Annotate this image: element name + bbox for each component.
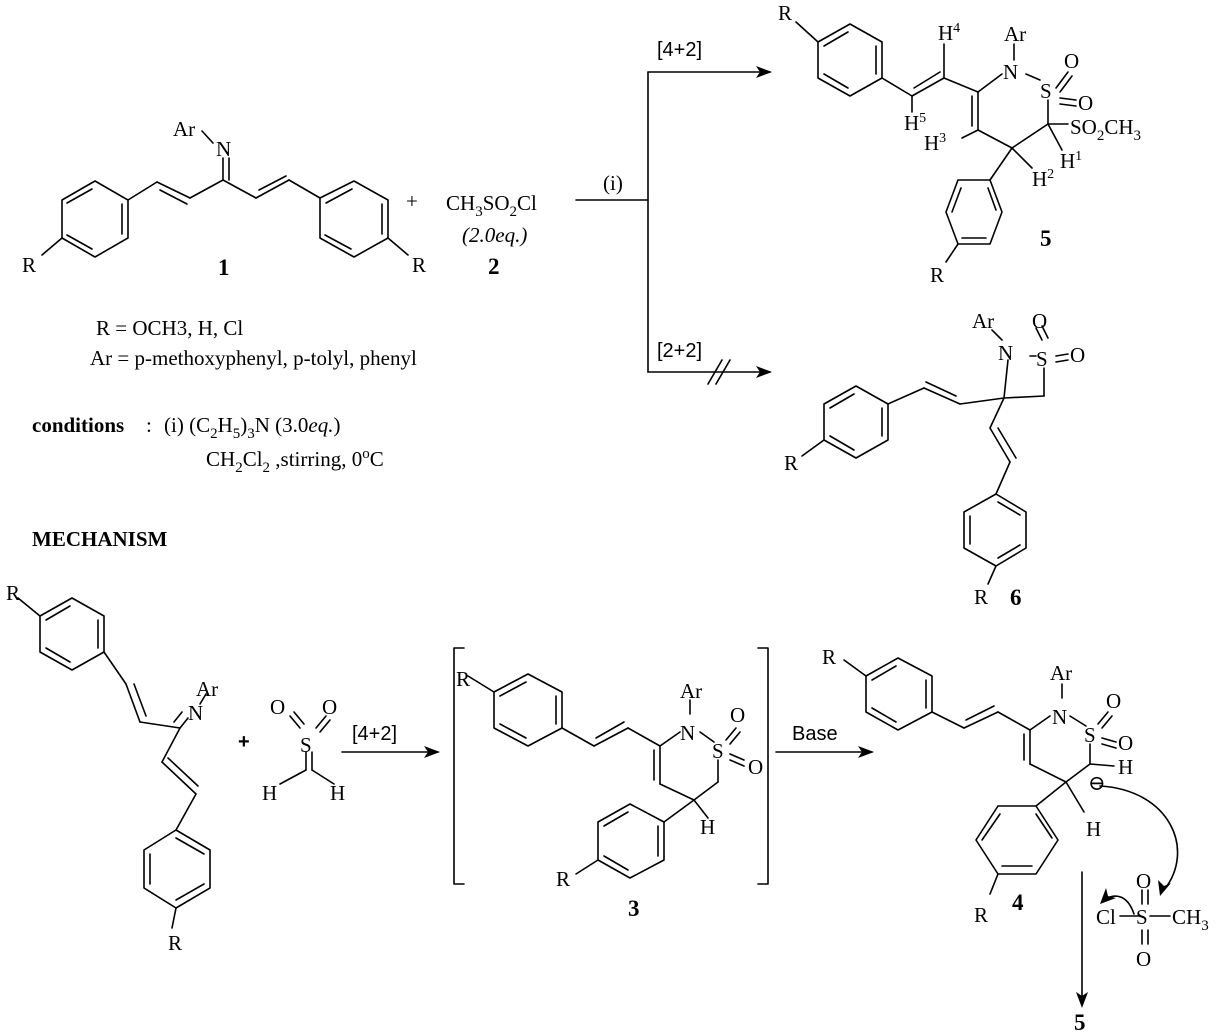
- intermediate-brackets: [453, 647, 769, 885]
- sulfene-H-right: H: [330, 781, 345, 805]
- compound-4-O-right: O: [1118, 731, 1133, 755]
- compound-4-label: 4: [1012, 890, 1024, 915]
- compound-3-O-right: O: [748, 755, 763, 779]
- conditions-line-2: CH2Cl2 ,stirring, 0oC: [206, 446, 384, 476]
- compound-5-R-top: R: [778, 1, 792, 25]
- compound-4-O-top: O: [1106, 689, 1121, 713]
- mechanism-diene-R-top: R: [6, 581, 20, 605]
- compound-5-H3: H3: [924, 131, 946, 155]
- compound-4-R-bottom: R: [974, 903, 988, 927]
- compound-4-H-lower: H: [1086, 817, 1101, 841]
- mechanism-diene-N: N: [188, 701, 203, 725]
- compound-3-R-bottom: R: [556, 867, 570, 891]
- sulfene-O-right: O: [322, 695, 337, 719]
- mechanism-arrow-2: [775, 746, 874, 758]
- plus-sign-mechanism: +: [238, 731, 250, 753]
- pathway-2-2-label: [2+2]: [657, 340, 702, 362]
- sulfene-O-left: O: [270, 695, 285, 719]
- sulfene-H-left: H: [262, 781, 277, 805]
- compound-1-N: N: [216, 137, 231, 161]
- compound-4-N: N: [1052, 705, 1067, 729]
- compound-1-structure: [41, 130, 409, 258]
- compound-3-structure: [467, 673, 745, 879]
- compound-5-H1: H1: [1060, 149, 1082, 173]
- compound-6-label: 6: [1010, 585, 1022, 610]
- reagent-2-equiv: (2.0eq.): [462, 223, 527, 247]
- compound-1-Ar: Ar: [173, 117, 195, 141]
- compound-6-N: N: [998, 341, 1013, 365]
- compound-1-R-right: R: [412, 253, 426, 277]
- compound-6-O-right: O: [1070, 343, 1085, 367]
- compound-6-R-left: R: [784, 451, 798, 475]
- compound-1-R-left: R: [22, 253, 36, 277]
- Ar-definition: Ar = p-methoxyphenyl, p-tolyl, phenyl: [90, 346, 417, 370]
- compound-3-Ar: Ar: [680, 679, 702, 703]
- compound-5-H2: H2: [1032, 167, 1054, 191]
- compound-3-N: N: [680, 721, 695, 745]
- mechanism-step-1-label: [4+2]: [352, 723, 397, 745]
- compound-2-label: 2: [488, 254, 500, 279]
- sulfene-S: S: [300, 733, 312, 757]
- compound-5-structure: [795, 21, 1077, 263]
- plus-sign-top: +: [406, 189, 418, 213]
- compound-3-S: S: [712, 739, 724, 763]
- compound-6-S: S: [1036, 347, 1048, 371]
- compound-3-O-top: O: [730, 703, 745, 727]
- compound-5-R-bottom: R: [930, 263, 944, 287]
- compound-6-O-top: O: [1032, 309, 1047, 333]
- compound-5-Ar: Ar: [1004, 22, 1026, 46]
- mesyl-Cl: Cl: [1096, 905, 1116, 929]
- compound-1-label: 1: [218, 255, 230, 280]
- compound-4-R-top: R: [822, 645, 836, 669]
- reagent-2-formula: CH3SO2Cl: [446, 191, 537, 220]
- conditions-heading: conditions: [32, 413, 124, 437]
- compound-4-carbanion-charge: ⊖: [1088, 771, 1106, 795]
- compound-5-N: N: [1003, 60, 1018, 84]
- mesyl-S: S: [1136, 905, 1148, 929]
- compound-5-label: 5: [1040, 226, 1052, 251]
- mesyl-O-bottom: O: [1136, 947, 1151, 971]
- compound-5-H4: H4: [938, 21, 960, 45]
- compound-4-Ar: Ar: [1050, 661, 1072, 685]
- branch-arrows: [575, 66, 772, 385]
- compound-6-structure: [801, 325, 1069, 585]
- compound-4-H-carbanion: H: [1118, 755, 1133, 779]
- R-definition: R = OCH3, H, Cl: [96, 316, 243, 340]
- compound-3-H: H: [700, 815, 715, 839]
- compound-4-structure: [843, 657, 1179, 1008]
- mesyl-O-top: O: [1136, 869, 1151, 893]
- conditions-colon: :: [146, 413, 152, 437]
- compound-6-Ar: Ar: [972, 309, 994, 333]
- mechanism-diene-R-bottom: R: [168, 931, 182, 955]
- compound-3-label: 3: [628, 896, 640, 921]
- compound-5-O-right: O: [1078, 91, 1093, 115]
- compound-5-SO2CH3: SO2CH3: [1070, 115, 1141, 144]
- compound-5-O-top: O: [1064, 49, 1079, 73]
- compound-5-S: S: [1040, 79, 1052, 103]
- condition-marker: (i): [603, 171, 623, 195]
- conditions-line-1: (i) (C2H5)3N (3.0eq.): [164, 413, 341, 442]
- sulfene-structure: [279, 711, 335, 785]
- final-product-5-label: 5: [1074, 1010, 1086, 1035]
- mechanism-diene-structure: [17, 597, 211, 929]
- pathway-4-2-label: [4+2]: [657, 39, 702, 61]
- mechanism-diene-Ar: Ar: [196, 677, 218, 701]
- compound-6-R-bottom: R: [974, 585, 988, 609]
- mechanism-heading: MECHANISM: [32, 527, 168, 551]
- compound-5-H5: H5: [904, 111, 926, 135]
- compound-3-R-top: R: [456, 667, 470, 691]
- mechanism-arrow-1: [341, 746, 440, 758]
- mesyl-CH3: CH3: [1172, 905, 1209, 934]
- mechanism-step-2-label: Base: [792, 723, 838, 745]
- compound-4-S: S: [1084, 723, 1096, 747]
